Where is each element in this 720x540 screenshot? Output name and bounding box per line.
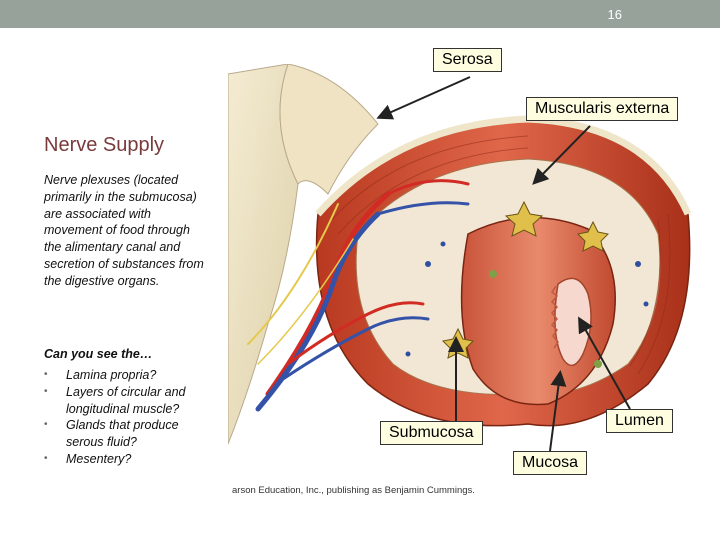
list-item: • Mesentery? xyxy=(44,451,204,468)
mesentery-fold xyxy=(279,64,379,195)
list-item: • Layers of circular and longitudinal mus… xyxy=(44,384,204,418)
bullet-icon: • xyxy=(44,385,48,397)
question-list: • Lamina propria? • Layers of circular and… xyxy=(44,367,204,468)
question-heading: Can you see the… xyxy=(44,347,153,361)
list-item: • Lamina propria? xyxy=(44,367,204,384)
muscularis-externa-label: Muscularis externa xyxy=(526,97,679,121)
bullet-icon: • xyxy=(44,452,48,464)
lumen-label: Lumen xyxy=(606,409,673,433)
list-item-text: Lamina propria? xyxy=(66,368,157,382)
list-item-text: Mesentery? xyxy=(66,451,132,466)
body-paragraph: Nerve plexuses (located primarily in the… xyxy=(44,173,204,288)
list-item-text: Layers of circular and longitudinal musc… xyxy=(66,384,186,416)
slide-heading: Nerve Supply xyxy=(44,134,165,156)
slide-number: 16 xyxy=(607,7,622,22)
bullet-icon: • xyxy=(44,419,48,431)
figure-credit: arson Education, Inc., publishing as Ben… xyxy=(230,485,482,496)
list-item-text: Glands that produce serous fluid? xyxy=(66,418,179,450)
mucosa-label: Mucosa xyxy=(513,451,588,475)
list-item: • Glands that produce serous fluid? xyxy=(44,417,204,451)
bullet-icon: • xyxy=(44,369,48,380)
submucosa-label: Submucosa xyxy=(380,421,483,445)
top-bar xyxy=(0,0,720,28)
serosa-label: Serosa xyxy=(433,48,502,72)
